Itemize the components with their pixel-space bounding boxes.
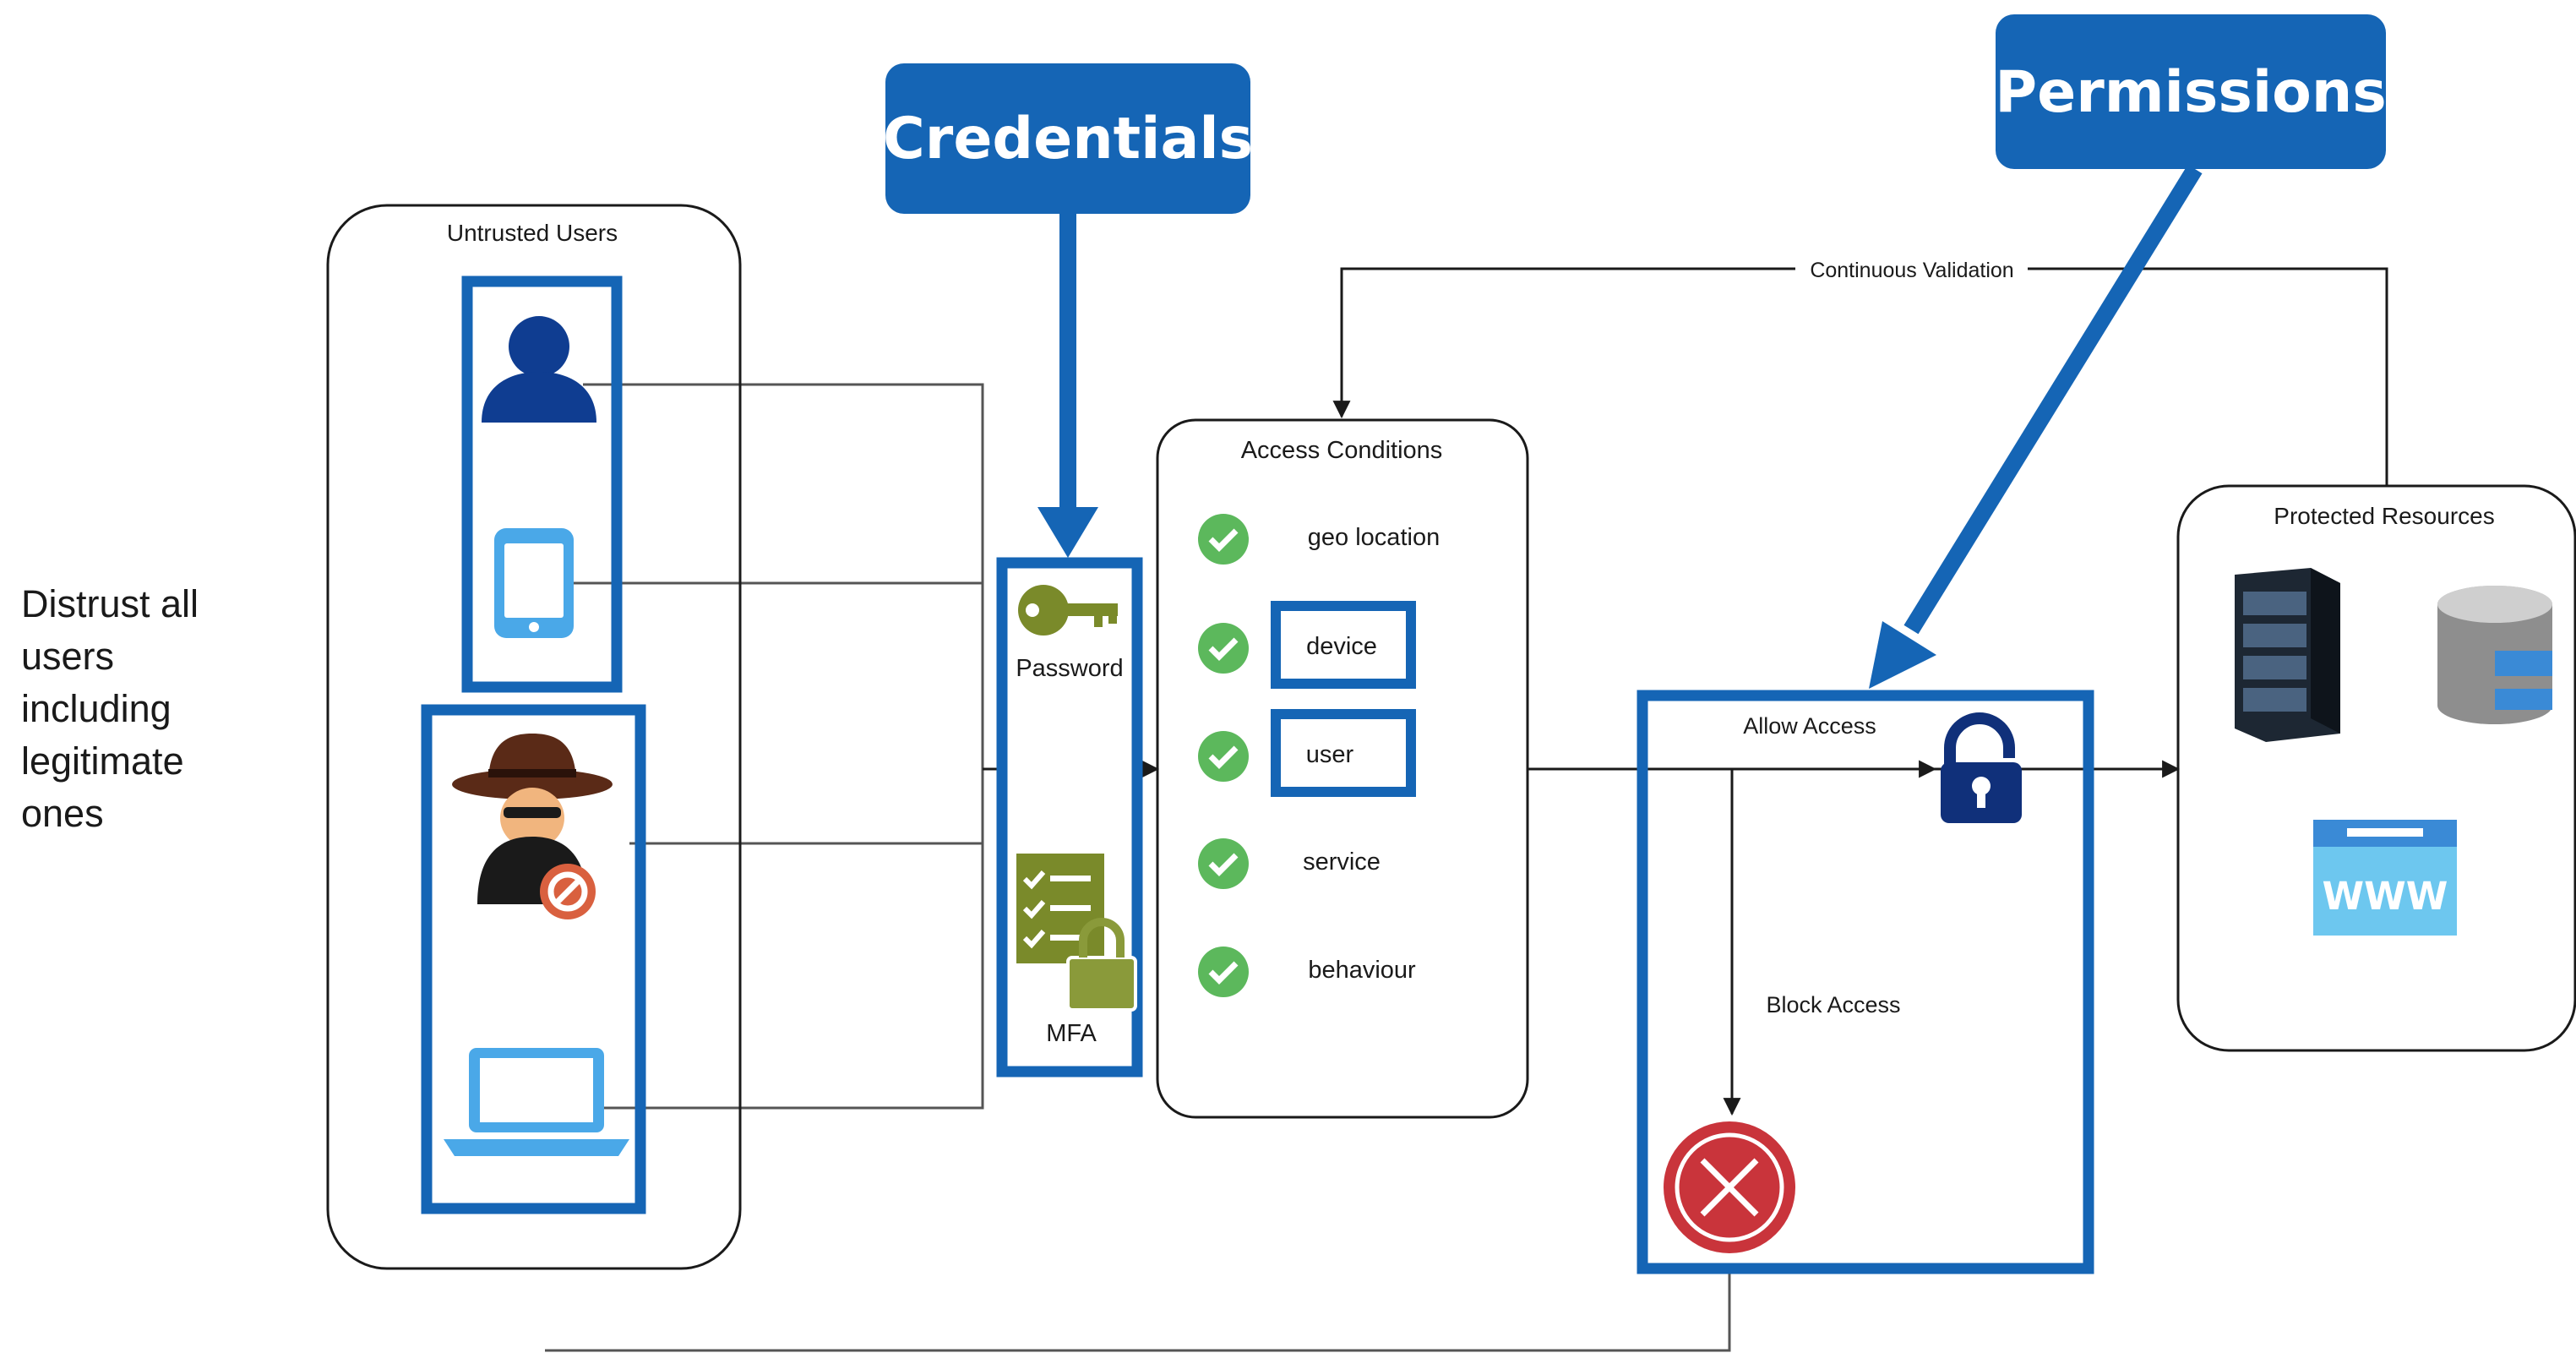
permissions-callout-label: Permissions [1995, 59, 2387, 126]
check-icon [1198, 947, 1249, 997]
credential-methods-panel: Password MFA [996, 557, 1143, 1077]
untrusted-users-title: Untrusted Users [447, 220, 618, 246]
condition-user: user [1198, 709, 1416, 797]
block-return-line [545, 1263, 1731, 1352]
mobile-phone-icon [494, 528, 574, 638]
credentials-callout: Credentials [883, 63, 1253, 558]
condition-label: service [1303, 848, 1381, 876]
key-icon [1018, 585, 1118, 636]
user-connectors [558, 383, 984, 1110]
untrusted-users-panel: Untrusted Users [326, 204, 742, 1270]
condition-device: device [1198, 601, 1416, 689]
block-x-icon [1664, 1121, 1795, 1253]
check-icon [1198, 514, 1249, 565]
user-icon [482, 316, 596, 423]
condition-label: behaviour [1308, 957, 1416, 984]
allow-access-label: Allow Access [1743, 713, 1876, 739]
side-note-line: ones [21, 792, 104, 835]
server-rack-icon [2235, 568, 2340, 742]
access-conditions-panel: Access Conditions geo location device us… [1156, 418, 1529, 1119]
continuous-validation-loop: Continuous Validation [1332, 255, 2388, 486]
condition-label: device [1306, 633, 1377, 660]
database-icon [2437, 586, 2552, 724]
mfa-checklist-lock-icon [1016, 854, 1137, 1012]
side-note-line: users [21, 635, 114, 678]
mfa-label: MFA [1046, 1020, 1097, 1047]
condition-behaviour: behaviour [1198, 947, 1416, 997]
password-label: Password [1016, 655, 1123, 682]
website-www-icon: WWW [2313, 820, 2457, 936]
user-highlight [1271, 709, 1416, 797]
side-note: Distrust all users including legitimate … [21, 582, 199, 835]
check-icon [1198, 838, 1249, 889]
credentials-callout-label: Credentials [883, 106, 1253, 172]
condition-label: user [1306, 741, 1354, 768]
legit-users-highlight [461, 276, 623, 693]
continuous-validation-label: Continuous Validation [1810, 259, 2013, 282]
protected-resources-title: Protected Resources [2274, 503, 2494, 529]
condition-service: service [1198, 838, 1381, 889]
unlocked-padlock-icon [1941, 712, 2022, 823]
condition-geo-location: geo location [1198, 514, 1440, 565]
condition-label: geo location [1308, 524, 1440, 551]
laptop-icon [444, 1048, 629, 1156]
www-label: WWW [2323, 874, 2448, 919]
attacker-blocked-icon [452, 734, 613, 919]
block-access-label: Block Access [1766, 992, 1900, 1017]
side-note-line: Distrust all [21, 582, 199, 625]
access-conditions-title: Access Conditions [1241, 437, 1443, 464]
device-highlight [1271, 601, 1416, 689]
side-note-line: legitimate [21, 739, 184, 783]
side-note-line: including [21, 687, 172, 730]
access-decision-panel: Allow Access Block Access [1637, 690, 2094, 1274]
check-icon [1198, 623, 1249, 674]
protected-resources-panel: Protected Resources WWW [2176, 484, 2576, 1052]
suspect-users-highlight [421, 704, 646, 1214]
permissions-callout: Permissions [1869, 14, 2387, 689]
check-icon [1198, 731, 1249, 782]
